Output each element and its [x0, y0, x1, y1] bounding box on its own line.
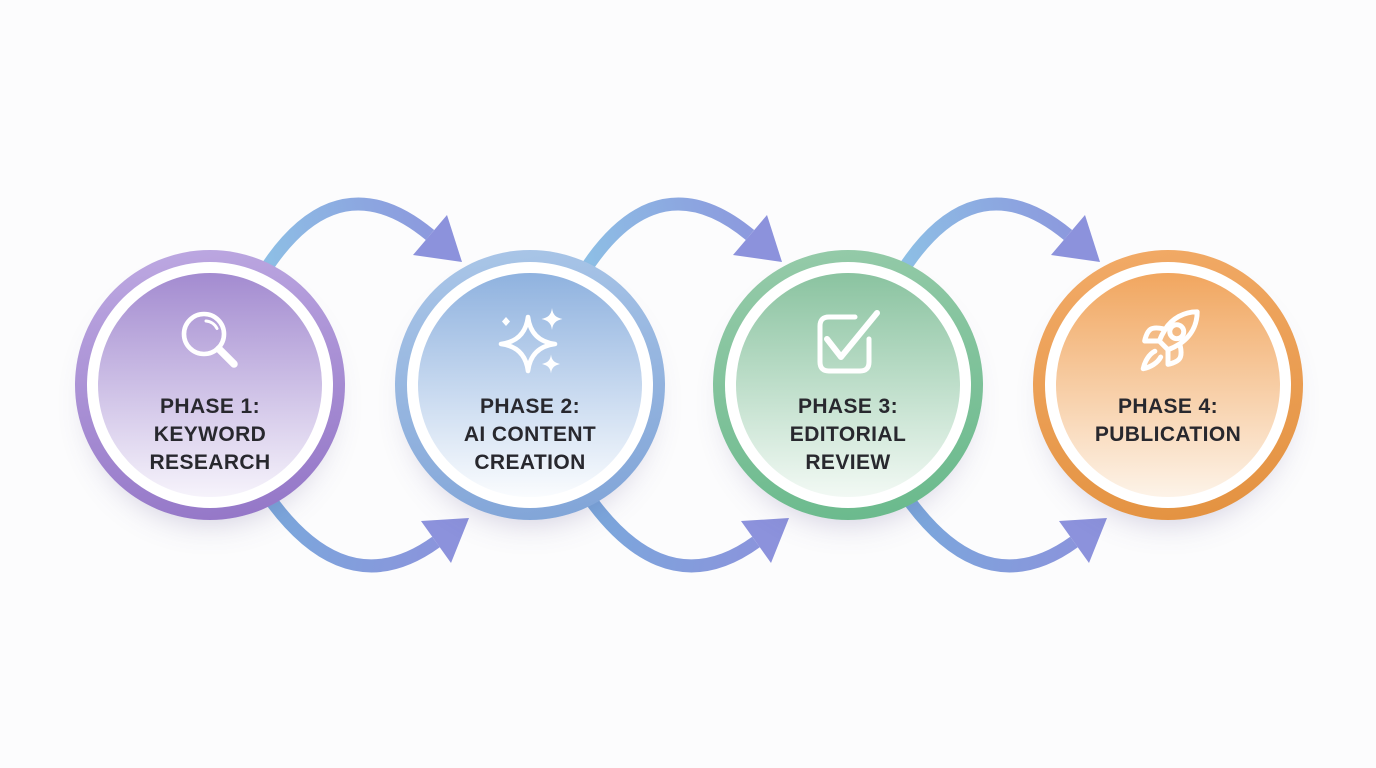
- arrowhead-top-3: [1051, 215, 1100, 262]
- phase-label-line: AI CONTENT: [463, 423, 597, 446]
- phase-label-line: PHASE 2:: [479, 395, 581, 418]
- rocket-icon: [1133, 305, 1203, 377]
- phase-node-4: PHASE 4: PUBLICATION: [1033, 250, 1303, 520]
- arrowhead-top-2: [733, 215, 782, 262]
- phase-circle: PHASE 2: AI CONTENT CREATION: [418, 273, 642, 497]
- phase-label: PHASE 2: AI CONTENT CREATION: [464, 393, 596, 477]
- phase-node-3: PHASE 3: EDITORIAL REVIEW: [713, 250, 983, 520]
- arrowhead-bottom-2: [741, 518, 789, 563]
- phase-circle: PHASE 3: EDITORIAL REVIEW: [736, 273, 960, 497]
- phase-label: PHASE 4: PUBLICATION: [1095, 393, 1241, 449]
- phase-label-line: RESEARCH: [149, 451, 271, 474]
- phase-label-line: EDITORIAL: [789, 423, 907, 446]
- phase-label: PHASE 1: KEYWORD RESEARCH: [149, 393, 270, 477]
- phase-label-line: KEYWORD: [153, 423, 267, 446]
- phase-label-line: PHASE 1:: [159, 395, 261, 418]
- phase-node-1: PHASE 1: KEYWORD RESEARCH: [75, 250, 345, 520]
- phase-label-line: PUBLICATION: [1094, 423, 1242, 446]
- sparkles-icon: [496, 305, 564, 377]
- arrowhead-bottom-3: [1059, 518, 1107, 563]
- phase-label-line: REVIEW: [805, 451, 891, 474]
- magnifier-icon: [178, 305, 242, 377]
- arrowhead-bottom-1: [421, 518, 469, 563]
- phase-circle: PHASE 1: KEYWORD RESEARCH: [98, 273, 322, 497]
- phase-node-2: PHASE 2: AI CONTENT CREATION: [395, 250, 665, 520]
- phase-label: PHASE 3: EDITORIAL REVIEW: [790, 393, 906, 477]
- phase-label-line: PHASE 3:: [797, 395, 899, 418]
- phase-circle: PHASE 4: PUBLICATION: [1056, 273, 1280, 497]
- phase-label-line: PHASE 4:: [1117, 395, 1219, 418]
- phase-label-line: CREATION: [474, 451, 586, 474]
- check-square-icon: [815, 305, 881, 377]
- arrowhead-top-1: [413, 215, 462, 262]
